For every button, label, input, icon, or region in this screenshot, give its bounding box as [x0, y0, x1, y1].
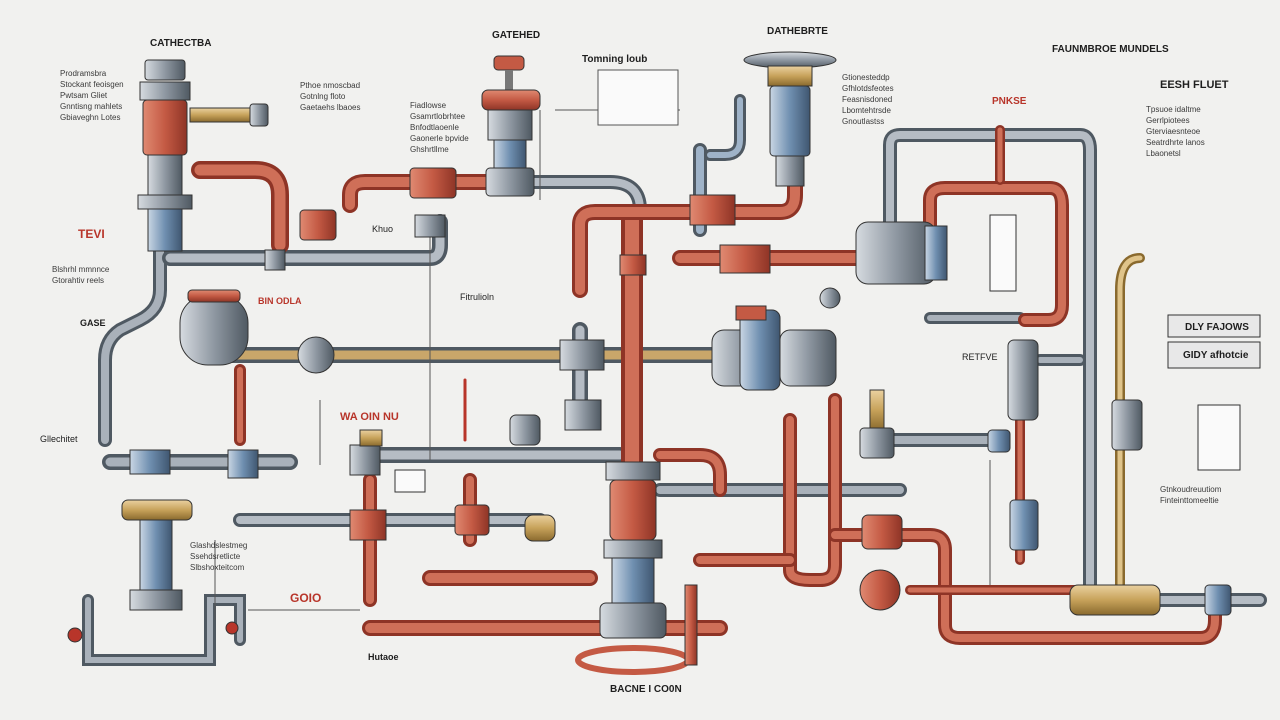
left-lower-valve-stack — [67, 449, 259, 643]
grey-pipe-network — [82, 94, 1267, 666]
top-center-box-label: Tomning loub — [582, 54, 647, 65]
note-bottom-left-line: Slbshoxteitcom — [190, 563, 245, 572]
note-bottom-left-line: Glashdslestmeg — [190, 541, 247, 550]
note-right-top-line: Gtionesteddp — [842, 73, 890, 82]
right-box-2-label: GIDY afhotcie — [1183, 350, 1249, 361]
note-right-col-line: Tpsuoe idaltme — [1146, 105, 1201, 114]
ret-val-label: RETFVE — [962, 352, 998, 362]
right-box-1-label: DLY FAJOWS — [1185, 322, 1249, 333]
note-bottom-left-line: Ssehdsretlicte — [190, 552, 241, 561]
right-motor — [689, 194, 948, 285]
bottom-caption: BACNE I CO0N — [610, 684, 682, 695]
note-top-left-2-line: Gotnlng floto — [300, 92, 346, 101]
center-valves — [264, 167, 605, 542]
left-code: TEVI — [78, 227, 105, 241]
right-heading: EESH FLUET — [1160, 79, 1229, 91]
note-center-top-line: Ghshrtllme — [410, 145, 449, 154]
top-center-gate-valve — [481, 55, 541, 197]
left-bottom-label: Gllechitet — [40, 434, 78, 444]
top-left-title: CATHECTBA — [150, 38, 211, 49]
note-right-col-line: Gterviaesnteoe — [1146, 127, 1201, 136]
center-red-mark: WA OIN NU — [340, 411, 399, 423]
note-right-top-line: Gnoutlastss — [842, 117, 884, 126]
central-column-assembly — [575, 254, 698, 675]
bottom-left-red: GOIO — [290, 591, 321, 605]
note-right-col-line: Seatrdhrte lanos — [1146, 138, 1205, 147]
top-right-filter — [743, 51, 837, 187]
tin-ioles-label: BIN ODLA — [258, 296, 302, 306]
note-bottom-right-line: Finteinttomeeltie — [1160, 496, 1219, 505]
text-labels: CATHECTBA GATEHED Tomning loub DATHEBRTE… — [40, 26, 1249, 695]
note-right-top-line: Lbomtehtrsde — [842, 106, 891, 115]
note-top-left-line: Gnntisng mahlets — [60, 102, 122, 111]
indicator-boxes — [394, 69, 1261, 493]
bottom-center-box: Hutaoe — [368, 652, 399, 662]
note-center-top-line: Bnfodtlaoenle — [410, 123, 459, 132]
center-label: Fitrulioln — [460, 292, 494, 302]
note-center-top-line: Gsamrtlobrhtee — [410, 112, 466, 121]
note-top-left-line: Pwtsam Gliet — [60, 91, 108, 100]
khuo-label: Khuo — [372, 224, 393, 234]
note-top-left-2-line: Pthoe nmoscbad — [300, 81, 360, 90]
note-right-top-line: Gfhlotdsfeotes — [842, 84, 894, 93]
left-tank — [179, 289, 335, 374]
left-small-label: GASE — [80, 318, 106, 328]
note-left-mid-line: Gtorahtiv reels — [52, 276, 104, 285]
note-right-col-line: Lbaonetsl — [1146, 149, 1181, 158]
top-right-device-label: DATHEBRTE — [767, 26, 828, 37]
note-left-mid-line: Blshrhl mmnnce — [52, 265, 110, 274]
note-center-top-line: Fiadlowse — [410, 101, 447, 110]
note-right-col-line: Gerrlpiotees — [1146, 116, 1190, 125]
pnkse-label: PNKSE — [992, 96, 1027, 107]
note-bottom-right-line: Gtnkoudreuutiom — [1160, 485, 1222, 494]
note-top-left-2-line: Gaetaehs lbaoes — [300, 103, 361, 112]
note-top-left-line: Prodramsbra — [60, 69, 107, 78]
note-top-left-line: Stockant feoisgen — [60, 80, 124, 89]
note-center-top-line: Gaonerle bpvide — [410, 134, 469, 143]
right-valves — [859, 339, 1232, 616]
note-top-left-line: Gbiaveghn Lotes — [60, 113, 121, 122]
top-center-title: GATEHED — [492, 30, 540, 41]
note-right-top-line: Feasnisdoned — [842, 95, 892, 104]
center-right-pump — [711, 287, 841, 391]
top-right-title: FAUNMBROE MUNDELS — [1052, 44, 1169, 55]
top-left-valve-stack — [137, 59, 269, 252]
